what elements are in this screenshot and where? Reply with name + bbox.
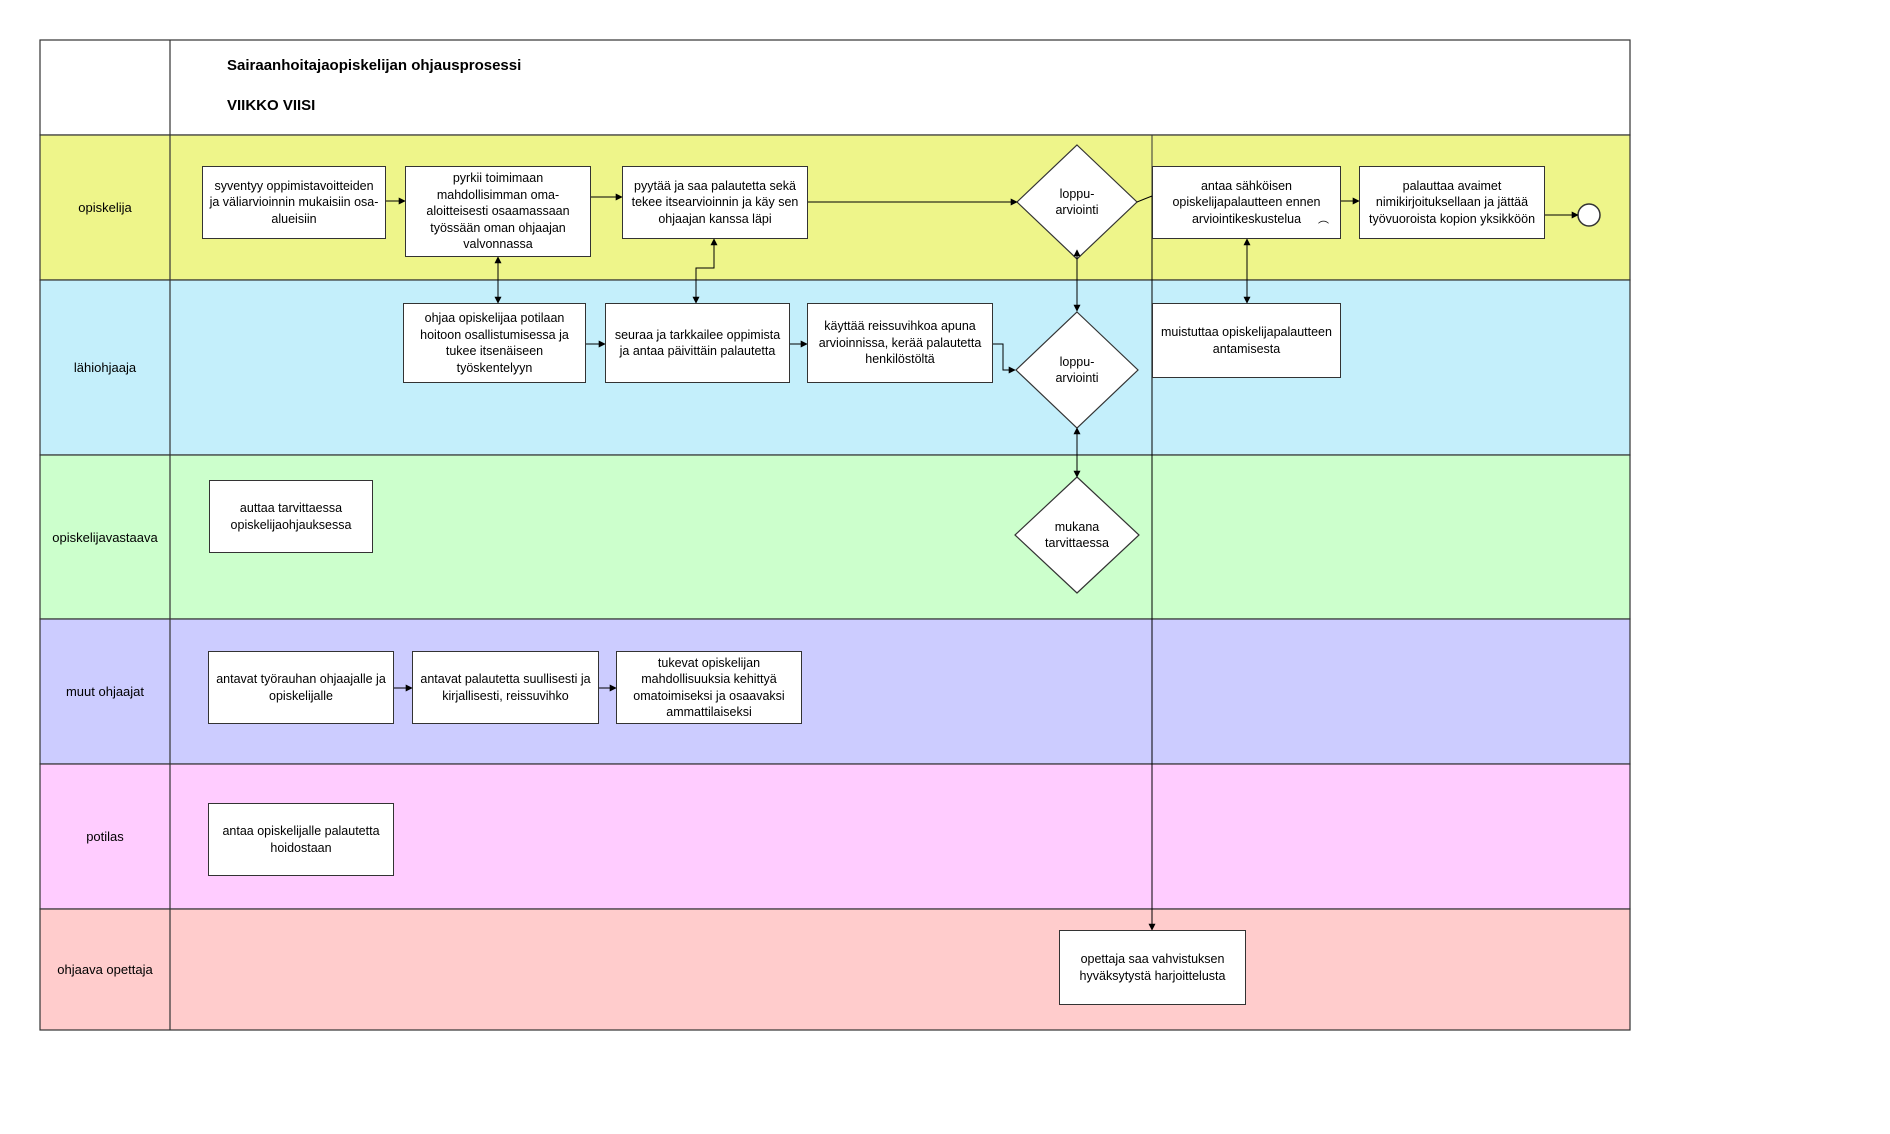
bpmn-loop-marker-icon: ⌒: [1318, 221, 1329, 233]
edge-kayttaa-loppu: [993, 343, 1016, 374]
lane-label-opiskelijavastaava: opiskelijavastaava: [52, 529, 158, 545]
page-subtitle: VIIKKO VIISI: [227, 97, 316, 114]
task-syventyy: syventyy oppimistavoitteiden ja väliarvi…: [202, 166, 386, 239]
title-area: [39, 39, 1631, 136]
task-pyrkii: pyrkii toimimaan mahdollisimman oma-aloi…: [405, 166, 591, 257]
task-antaa-sahkoisen: antaa sähköisen opiskelijapalautteen enn…: [1152, 166, 1341, 239]
edge-pyytaa-seuraa: [692, 238, 718, 304]
lane-label-lahiohjaaja: lähiohjaaja: [73, 360, 137, 375]
end-event-circle-icon: [1577, 203, 1601, 227]
task-tukevat: tukevat opiskelijan mahdollisuuksia kehi…: [616, 651, 802, 724]
lane-ohjaava-opettaja: [39, 908, 1631, 1031]
task-kayttaa: käyttää reissuvihkoa apuna arvioinnissa,…: [807, 303, 993, 383]
decision-label-loppu2: loppu- arviointi: [1055, 354, 1099, 386]
task-pyytaa: pyytää ja saa palautetta sekä tekee itse…: [622, 166, 808, 239]
lane-label-ohjaava-opettaja: ohjaava opettaja: [57, 962, 153, 977]
task-opettaja: opettaja saa vahvistuksen hyväksytystä h…: [1059, 930, 1246, 1005]
decision-mukana-tarvittaessa: [1014, 476, 1140, 594]
task-antavat-palautetta: antavat palautetta suullisesti ja kirjal…: [412, 651, 599, 724]
lane-label-muut-ohjaajat: muut ohjaajat: [65, 684, 145, 699]
task-palauttaa: palauttaa avaimet nimikirjoituksellaan j…: [1359, 166, 1545, 239]
task-ohjaa: ohjaa opiskelijaa potilaan hoitoon osall…: [403, 303, 586, 383]
lane-label-potilas: potilas: [86, 829, 124, 844]
lane-label-opiskelija: opiskelija: [78, 200, 132, 215]
decision-label-loppu1: loppu- arviointi: [1055, 186, 1099, 218]
decision-label-mukana: mukana tarvittaessa: [1045, 519, 1109, 551]
task-muistuttaa: muistuttaa opiskelijapalautteen antamise…: [1152, 303, 1341, 378]
task-auttaa: auttaa tarvittaessa opiskelijaohjauksess…: [209, 480, 373, 553]
task-antaa-potilas: antaa opiskelijalle palautetta hoidostaa…: [208, 803, 394, 876]
task-seuraa: seuraa ja tarkkailee oppimista ja antaa …: [605, 303, 790, 383]
page-title: Sairaanhoitajaopiskelijan ohjausprosessi: [227, 57, 522, 74]
task-antavat-tyorauhan: antavat työrauhan ohjaajalle ja opiskeli…: [208, 651, 394, 724]
